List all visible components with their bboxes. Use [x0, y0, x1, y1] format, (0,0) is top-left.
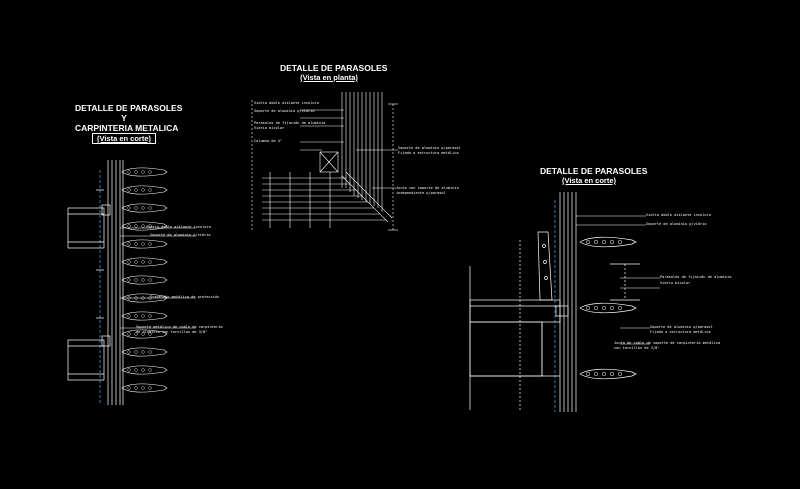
center-note-4: Vidrio bicolor [254, 126, 285, 130]
right-note-1: Vidrio doble aislante incoloro [646, 213, 711, 217]
left-leaders [120, 227, 196, 329]
center-note-9: independiente p/parasol [396, 191, 446, 195]
left-note-1: Vidrio doble aislante incoloro [146, 225, 211, 229]
center-note-7: Fijado a estructura metálica [398, 151, 459, 155]
right-note-8: con tornillos de 3/8" [614, 346, 660, 350]
left-note-3: Travesaño metálico de protección [150, 295, 220, 299]
right-title: DETALLE DE PARASOLES (Vista en corte) [540, 166, 648, 186]
left-note-5: de aluminio con tornillos de 3/8" [136, 330, 208, 334]
center-title-line1: DETALLE DE PARASOLES [280, 63, 388, 73]
left-title-line1: DETALLE DE PARASOLES [75, 103, 183, 113]
left-note-4: Soporte metálico de cable de carpintería [136, 325, 223, 329]
center-note-6: Soporte de aluminio p/parasol [398, 146, 461, 150]
left-title: DETALLE DE PARASOLES Y CARPINTERIA METAL… [75, 103, 183, 144]
right-title-sub: (Vista en corte) [561, 176, 617, 185]
right-section-drawing [469, 192, 640, 412]
left-title-line2: Y [121, 113, 127, 123]
center-leaders [300, 109, 398, 189]
left-section-drawing [67, 160, 124, 405]
center-title: DETALLE DE PARASOLES (Vista en planta) [280, 63, 388, 83]
left-note-2: Soporte de aluminio p/vidrio [150, 233, 211, 237]
right-note-6: Fijado a estructura metálica [650, 330, 711, 334]
right-title-line1: DETALLE DE PARASOLES [540, 166, 648, 176]
center-title-sub: (Vista en planta) [300, 73, 358, 82]
right-note-2: Soporte de aluminio p/vidrio [646, 222, 707, 226]
left-title-line3: CARPINTERIA METALICA [75, 123, 179, 133]
center-note-3: Parasoles de fijación de aluminio [254, 121, 326, 125]
left-title-sub: (Vista en corte) [91, 133, 157, 144]
left-louvers [121, 167, 168, 393]
right-louvers [579, 236, 637, 380]
right-note-7: Junta de cable de soporte de carpintería… [614, 341, 721, 345]
right-leaders [576, 215, 660, 345]
center-note-1: Vidrio doble aislante incoloro [254, 101, 319, 105]
center-note-5: Columna de 4" [254, 139, 283, 143]
center-note-2: Soporte de aluminio p/vidrio [254, 109, 315, 113]
right-note-3: Parasoles de fijación de aluminio [660, 275, 732, 279]
center-note-8: Junta con soporte de aluminio [396, 186, 459, 190]
right-note-4: Vidrio bicolor [660, 281, 691, 285]
right-note-5: Soporte de aluminio p/parasol [650, 325, 713, 329]
